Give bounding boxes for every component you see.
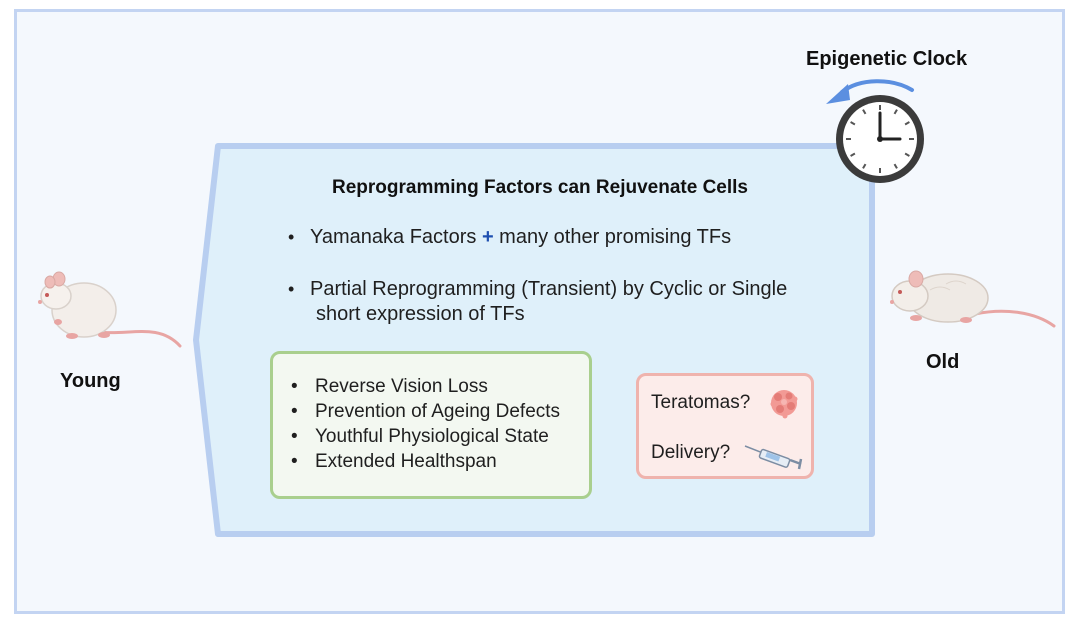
panel-title: Reprogramming Factors can Rejuvenate Cel… bbox=[331, 177, 748, 198]
bullet-text-after: many other promising TFs bbox=[493, 226, 732, 248]
plus-sign: + bbox=[481, 226, 494, 248]
bullet-partial-reprogramming: • Partial Reprogramming (Transient) by Cy… bbox=[288, 277, 848, 327]
risks-box: Teratomas? Delivery? bbox=[636, 373, 814, 479]
main-panel: Reprogramming Factors can Rejuvenate Cel… bbox=[190, 140, 880, 540]
risk-teratomas: Teratomas? bbox=[651, 392, 751, 413]
old-label: Old bbox=[926, 351, 960, 373]
benefits-box: Reverse Vision Loss Prevention of Ageing… bbox=[270, 351, 592, 499]
bullet-text-line2: short expression of TFs bbox=[316, 303, 525, 325]
list-item: Prevention of Ageing Defects bbox=[291, 399, 589, 424]
list-item: Reverse Vision Loss bbox=[291, 374, 589, 399]
clock-title: Epigenetic Clock bbox=[806, 48, 968, 70]
young-mouse-icon bbox=[28, 262, 188, 367]
rotate-arrow-icon bbox=[822, 76, 917, 115]
clock-icon bbox=[832, 91, 928, 192]
bullet-text-before: Yamanaka Factors bbox=[310, 226, 482, 248]
bullet-dot: • bbox=[288, 279, 295, 299]
bullet-yamanaka: • Yamanaka Factors + many other promising… bbox=[288, 225, 848, 250]
old-mouse-icon bbox=[880, 262, 1065, 357]
bullet-dot: • bbox=[288, 227, 295, 247]
list-item: Extended Healthspan bbox=[291, 449, 589, 474]
young-label: Young bbox=[60, 370, 121, 392]
risk-delivery: Delivery? bbox=[651, 442, 731, 463]
benefits-list: Reverse Vision Loss Prevention of Ageing… bbox=[273, 354, 589, 474]
list-item: Youthful Physiological State bbox=[291, 424, 589, 449]
bullet-text-line1: Partial Reprogramming (Transient) by Cyc… bbox=[310, 278, 788, 300]
